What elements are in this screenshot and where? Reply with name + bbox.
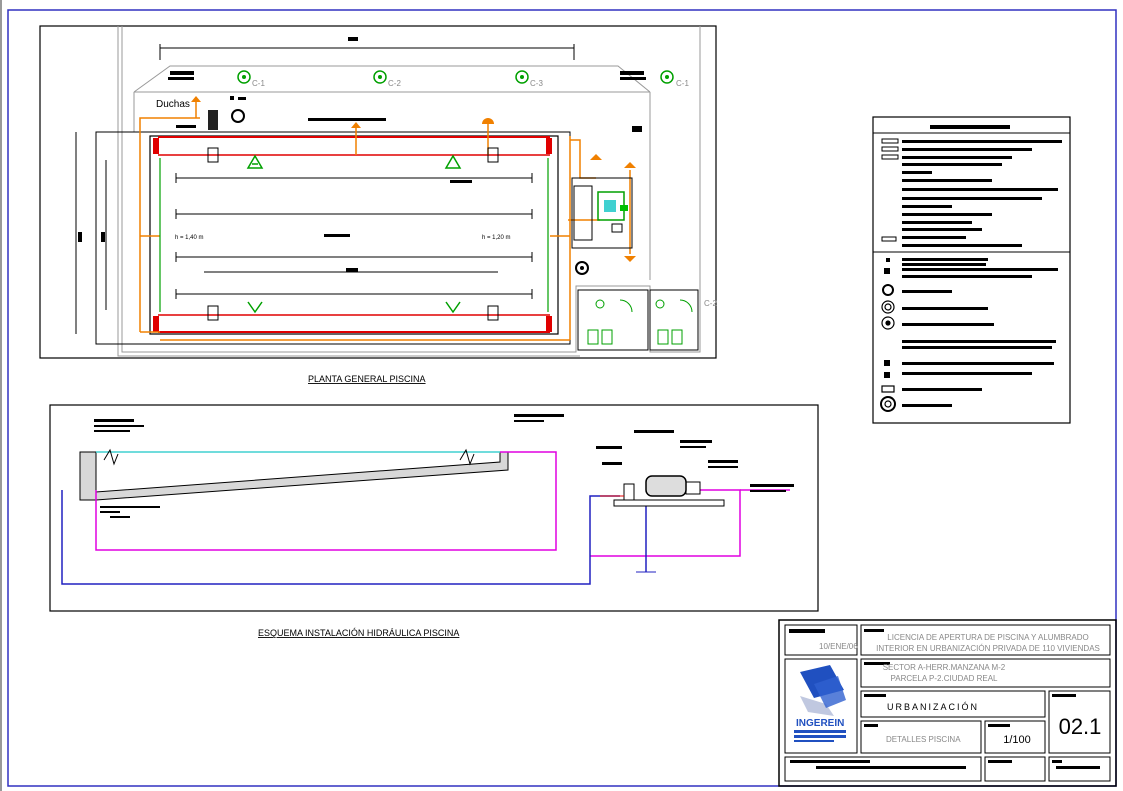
svg-text:C-2: C-2 [388,79,401,88]
svg-text:C-3: C-3 [530,79,543,88]
duchas-label: Duchas [156,99,190,110]
depth-right: h = 1,20 m [482,235,511,241]
category-text: URBANIZACIÓN [887,702,979,712]
plan-caption: PLANTA GENERAL PISCINA [308,374,426,384]
depth-left: h = 1,40 m [175,235,204,241]
sheet-frame [7,9,1117,787]
site-line2: PARCELA P-2.CIUDAD REAL [891,674,999,683]
c2-right-label: C-2 [704,299,717,308]
section-view [49,404,819,612]
svg-text:C-1: C-1 [676,79,689,88]
logo-text: INGEREIN [796,718,844,729]
c3-marker: C-3 [515,70,543,88]
svg-text:C-1: C-1 [252,79,265,88]
c1-marker: C-1 [237,70,265,88]
sheet-number: 02.1 [1059,714,1102,739]
project-line1: LICENCIA DE APERTURA DE PISCINA Y ALUMBR… [887,633,1088,642]
site-line1: SECTOR A-HERR.MANZANA M-2 [883,663,1006,672]
title-block: 10/ENE/06 LICENCIA DE APERTURA DE PISCIN… [778,619,1117,787]
project-line2: INTERIOR EN URBANIZACIÓN PRIVADA DE 110 … [876,644,1100,653]
scale-text: 1/100 [1003,734,1031,746]
legend [872,116,1071,424]
plan-view: h = 1,40 m h = 1,20 m Duchas C-1 C-2 C-3… [39,25,717,359]
section-caption: ESQUEMA INSTALACIÓN HIDRÁULICA PISCINA [258,628,459,638]
plan-frame [39,25,717,359]
c1-right-marker: C-1 [660,70,689,88]
drawing-title: DETALLES PISCINA [886,735,961,744]
c2-marker: C-2 [373,70,401,88]
section-frame [49,404,819,612]
date-text: 10/ENE/06 [819,642,858,651]
